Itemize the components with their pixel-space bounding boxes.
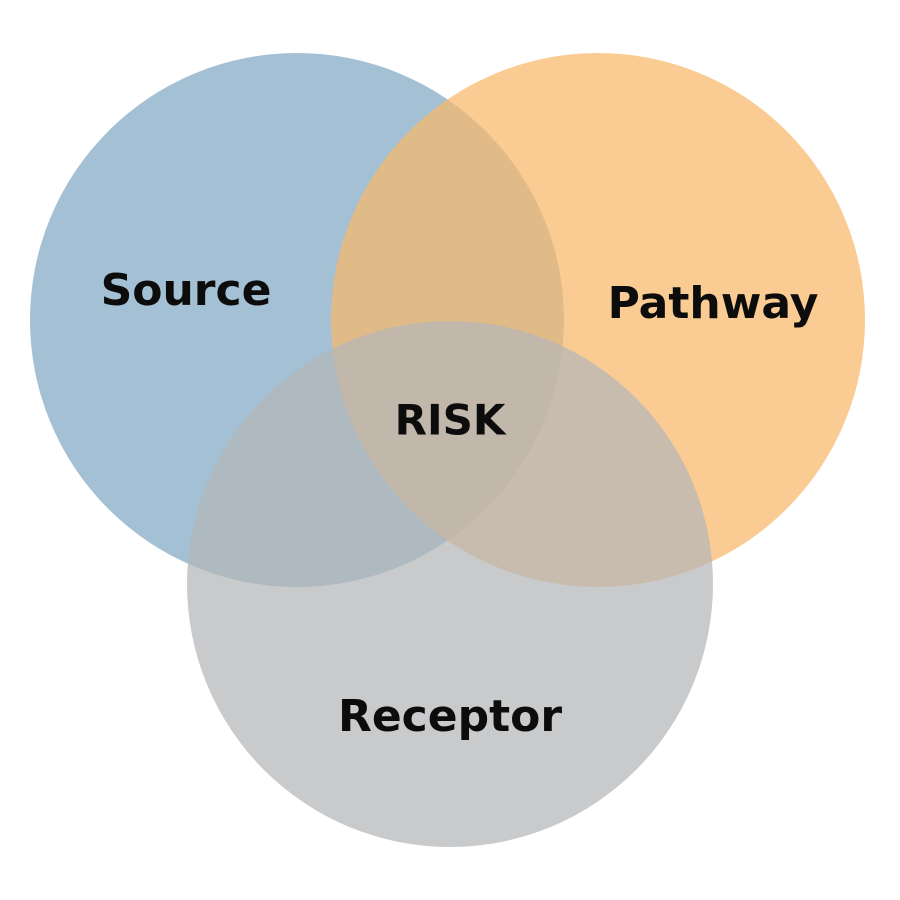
- risk-label: RISK: [395, 396, 507, 445]
- source-label: Source: [101, 265, 272, 316]
- receptor-circle: [187, 321, 713, 847]
- receptor-label: Receptor: [338, 691, 562, 742]
- pathway-label: Pathway: [608, 278, 819, 329]
